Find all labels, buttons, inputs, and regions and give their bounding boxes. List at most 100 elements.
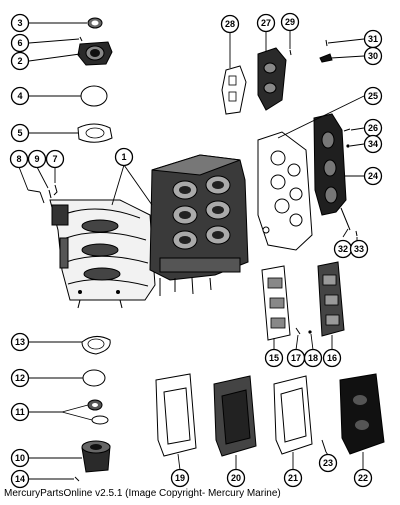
svg-text:33: 33 (354, 244, 364, 254)
svg-text:12: 12 (15, 373, 25, 383)
svg-text:14: 14 (15, 474, 25, 484)
callout-15: 15 (264, 348, 284, 368)
svg-text:11: 11 (15, 407, 25, 417)
callout-33: 33 (349, 239, 369, 259)
part-gasket-5 (77, 123, 113, 143)
part-washer-18 (308, 330, 312, 334)
svg-text:21: 21 (288, 473, 298, 483)
callout-12: 12 (10, 368, 30, 388)
callout-30: 30 (363, 46, 383, 66)
part-screw-23 (321, 439, 327, 453)
part-crankcase-half-left (49, 199, 156, 309)
svg-text:28: 28 (225, 19, 235, 29)
svg-text:20: 20 (231, 473, 241, 483)
copyright-caption: MercuryPartsOnline v2.5.1 (Image Copyrig… (4, 488, 281, 499)
callout-6: 6 (10, 33, 30, 53)
part-screw-31 (325, 39, 328, 47)
callout-27: 27 (256, 13, 276, 33)
svg-text:1: 1 (121, 152, 126, 162)
callout-5: 5 (10, 123, 30, 143)
callout-4: 4 (10, 86, 30, 106)
svg-text:7: 7 (52, 154, 57, 164)
svg-text:9: 9 (34, 154, 39, 164)
callout-23: 23 (318, 453, 338, 473)
part-fitting-30 (319, 53, 333, 63)
svg-text:19: 19 (175, 473, 185, 483)
svg-text:8: 8 (16, 154, 21, 164)
svg-text:30: 30 (368, 51, 378, 61)
part-gasket-15 (261, 265, 291, 341)
part-end-cap-2 (77, 41, 113, 66)
callout-24: 24 (363, 166, 383, 186)
part-pin-6 (79, 36, 83, 42)
svg-text:2: 2 (17, 56, 22, 66)
svg-text:22: 22 (358, 473, 368, 483)
svg-text:3: 3 (17, 18, 22, 28)
callout-34: 34 (363, 134, 383, 154)
part-bearing-housing-10 (81, 440, 111, 473)
part-o-ring-12 (82, 369, 106, 387)
svg-text:27: 27 (261, 18, 271, 28)
svg-text:6: 6 (17, 38, 22, 48)
svg-text:13: 13 (15, 337, 25, 347)
svg-text:17: 17 (291, 353, 301, 363)
callout-22: 22 (353, 468, 373, 488)
callout-19: 19 (170, 468, 190, 488)
callout-26: 26 (363, 118, 383, 138)
svg-text:16: 16 (327, 353, 337, 363)
svg-text:26: 26 (368, 123, 378, 133)
svg-text:23: 23 (323, 458, 333, 468)
part-gasket-28 (221, 65, 247, 115)
callout-8: 8 (9, 149, 29, 169)
svg-text:34: 34 (368, 139, 378, 149)
svg-text:25: 25 (368, 91, 378, 101)
part-cover-20 (213, 375, 257, 457)
part-screw-29 (289, 49, 292, 56)
callout-21: 21 (283, 468, 303, 488)
svg-text:15: 15 (269, 353, 279, 363)
part-gasket-21 (273, 375, 313, 455)
svg-text:18: 18 (308, 353, 318, 363)
part-cylinder-block (149, 154, 249, 296)
part-housing-27 (257, 47, 287, 111)
callout-16: 16 (322, 348, 342, 368)
callout-31: 31 (363, 29, 383, 49)
callout-1: 1 (114, 147, 134, 167)
part-plate-16 (317, 261, 345, 337)
callout-2: 2 (10, 51, 30, 71)
callout-3: 3 (10, 13, 30, 33)
callout-9: 9 (27, 149, 47, 169)
part-screw-26 (343, 128, 351, 132)
svg-text:29: 29 (285, 17, 295, 27)
part-pin-33 (355, 230, 358, 237)
callout-25: 25 (363, 86, 383, 106)
callout-7: 7 (45, 149, 65, 169)
part-seal-3 (87, 17, 103, 29)
callout-20: 20 (226, 468, 246, 488)
callout-29: 29 (280, 12, 300, 32)
callout-13: 13 (10, 332, 30, 352)
part-bolt-32 (340, 207, 351, 231)
part-exhaust-cover-22 (339, 373, 385, 455)
svg-text:10: 10 (15, 453, 25, 463)
leader-lines (18, 22, 365, 480)
callout-10: 10 (10, 448, 30, 468)
svg-text:4: 4 (17, 91, 22, 101)
part-cylinder-head-24 (313, 113, 347, 216)
part-gasket-19 (155, 373, 197, 457)
svg-text:24: 24 (368, 171, 378, 181)
callout-17: 17 (286, 348, 306, 368)
svg-text:32: 32 (338, 244, 348, 254)
callout-18: 18 (303, 348, 323, 368)
part-pin-14 (74, 476, 80, 482)
part-screw-17 (295, 327, 301, 335)
callout-14: 14 (10, 469, 30, 489)
svg-text:5: 5 (17, 128, 22, 138)
callout-28: 28 (220, 14, 240, 34)
part-o-ring-13 (81, 336, 111, 355)
part-screws-7-9 (39, 184, 58, 204)
callout-11: 11 (10, 402, 30, 422)
callout-32: 32 (333, 239, 353, 259)
part-head-gasket-25 (257, 131, 313, 251)
part-seals-11 (87, 399, 109, 425)
